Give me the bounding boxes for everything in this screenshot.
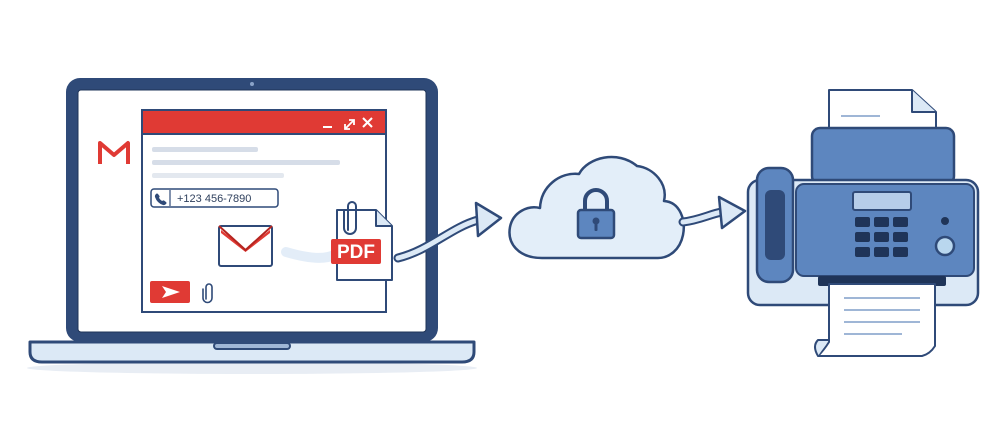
arrow-right-icon — [678, 195, 747, 230]
pdf-document-icon: PDF — [331, 201, 393, 281]
body-line — [152, 173, 284, 178]
fax-indicator-light — [941, 217, 949, 225]
handset — [755, 166, 795, 284]
recipient-line — [152, 147, 258, 152]
fax-number-field[interactable]: +123 456-7890 — [150, 188, 279, 208]
pdf-paperclip-icon — [343, 201, 357, 235]
send-icon — [162, 286, 180, 298]
cloud-icon — [508, 155, 685, 260]
padlock-icon — [576, 188, 616, 240]
expand-icon[interactable] — [344, 119, 355, 130]
outgoing-paper — [814, 283, 936, 357]
motion-streak — [281, 247, 339, 263]
fax-machine-icon — [746, 89, 980, 357]
phone-icon — [154, 193, 167, 206]
arrow-right-icon — [393, 201, 503, 263]
close-icon[interactable] — [362, 117, 373, 128]
pdf-badge: PDF — [337, 242, 375, 263]
gmail-logo-icon — [98, 141, 130, 164]
paperclip-icon[interactable] — [202, 283, 213, 304]
send-button[interactable] — [150, 281, 190, 303]
fax-start-button — [934, 235, 956, 257]
envelope-icon — [218, 225, 273, 267]
fax-keypad — [855, 217, 908, 257]
subject-line — [152, 160, 340, 165]
fax-display — [852, 191, 912, 211]
fax-number-text: +123 456-7890 — [177, 193, 251, 205]
